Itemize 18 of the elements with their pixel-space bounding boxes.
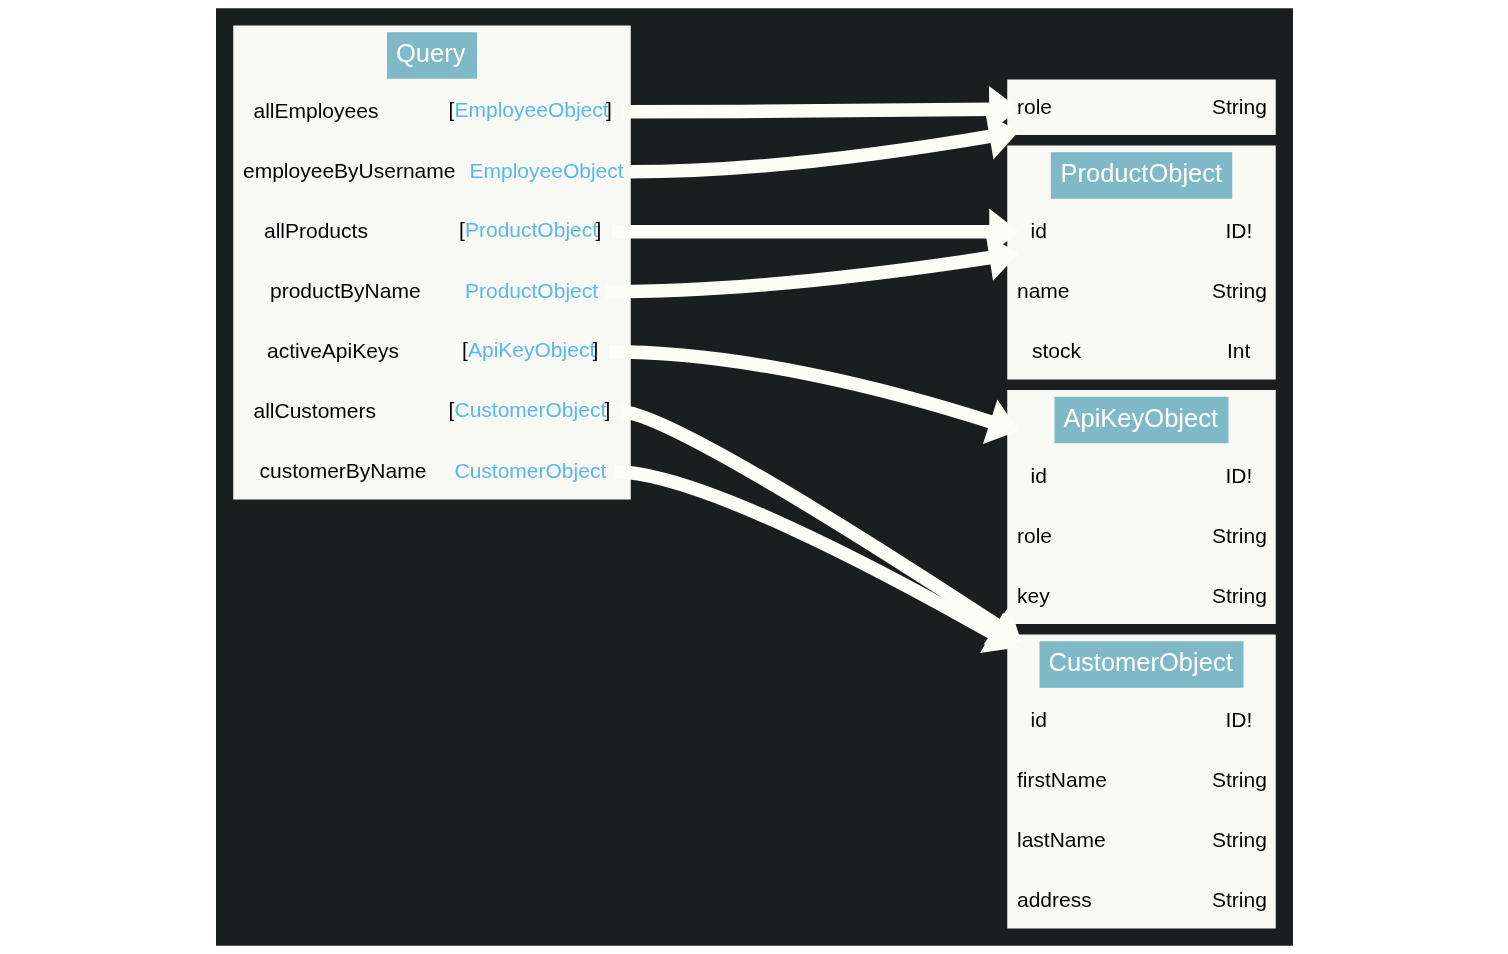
node-text: activeApiKeys [ApiKeyObject] (266, 337, 598, 363)
node-text: allEmployees [EmployeeObject] (253, 97, 612, 123)
node-text: firstName String (1016, 768, 1267, 792)
node-text: stock Int (1031, 339, 1250, 363)
node-text: id ID! (1030, 463, 1252, 487)
node-text: allCustomers [CustomerObject] (253, 397, 610, 423)
node-text: name String (1016, 279, 1267, 303)
node-text: key String (1016, 583, 1267, 607)
node-text: role String (1016, 523, 1267, 547)
node-text: allProducts [ProductObject] (263, 217, 601, 243)
node-text: lastName String (1016, 828, 1267, 852)
node-text: employeeByUsername EmployeeObject (242, 159, 624, 183)
node-text: role String (1016, 94, 1267, 118)
node-text: customerByName CustomerObject (259, 459, 606, 483)
node-text: productByName ProductObject (269, 279, 598, 303)
node-text: address String (1016, 888, 1267, 912)
node-text: id ID! (1030, 708, 1252, 732)
node-text: id ID! (1030, 219, 1252, 243)
